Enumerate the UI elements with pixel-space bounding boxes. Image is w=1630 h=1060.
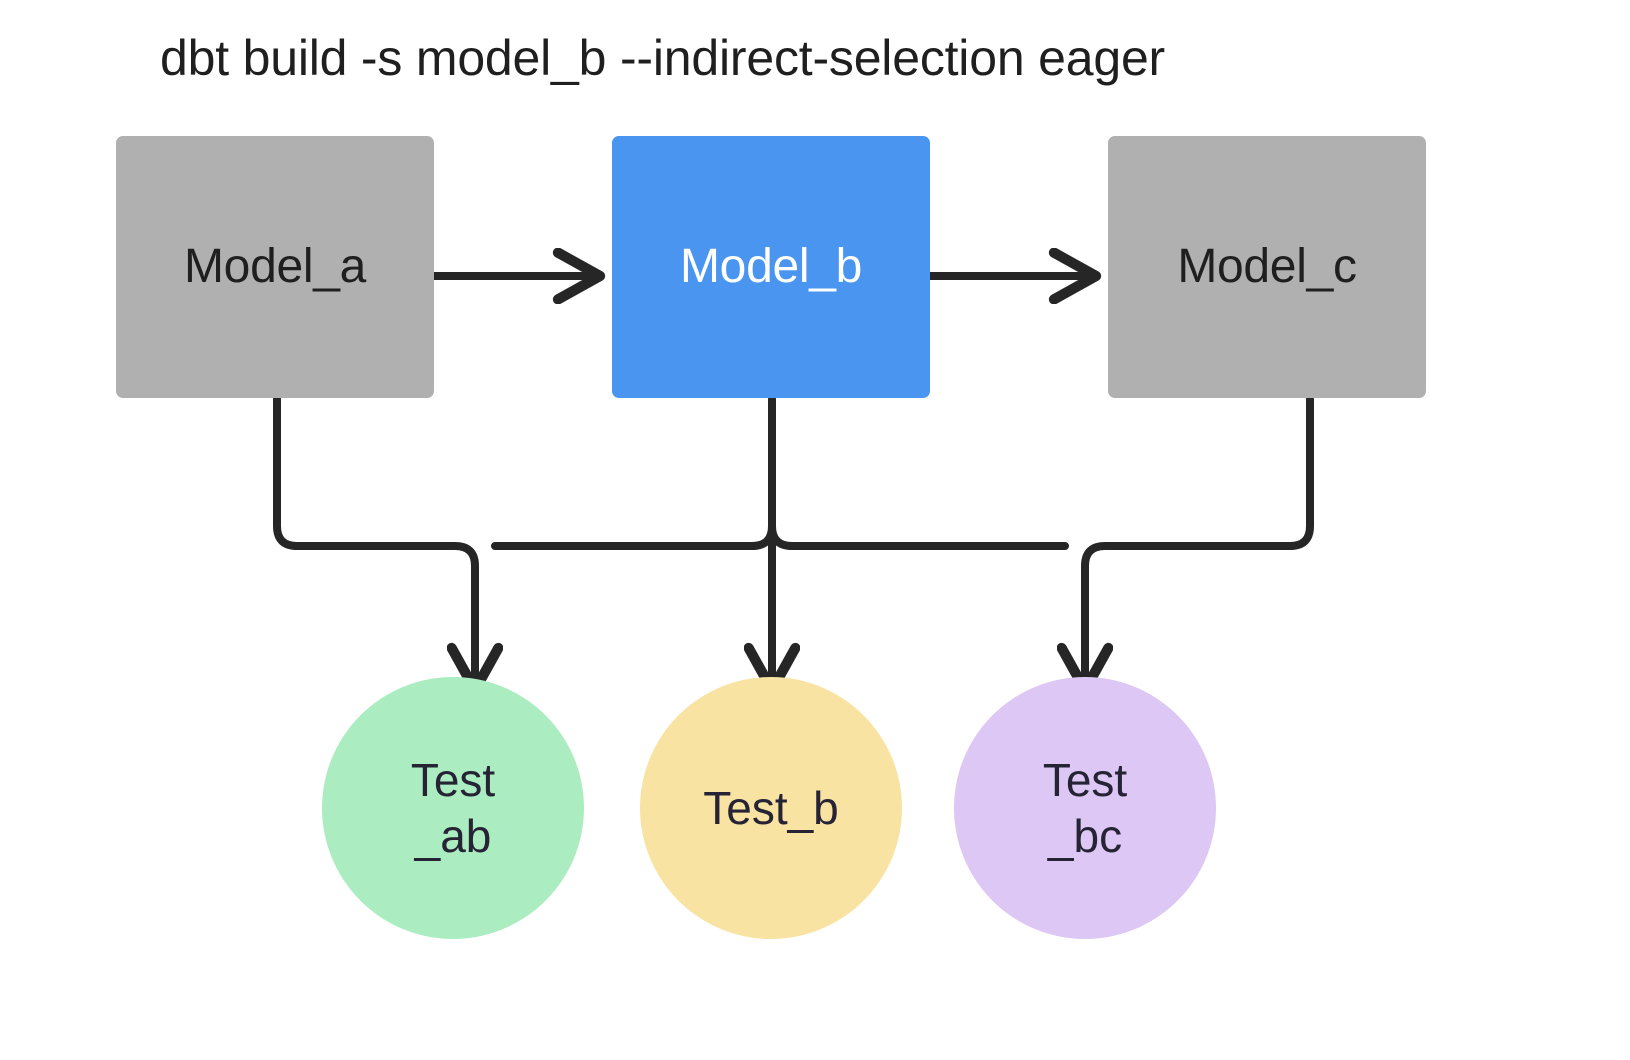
edge-model-b-to-test-ab: [491, 522, 776, 550]
edge-model-c-to-test-bc: [1085, 395, 1314, 690]
node-model-a[interactable]: Model_a: [116, 136, 434, 398]
edge-model-b-to-test-bc: [768, 522, 1069, 550]
node-test-ab[interactable]: Test _ab: [322, 677, 584, 939]
diagram-title: dbt build -s model_b --indirect-selectio…: [160, 30, 1166, 86]
node-model-b-label: Model_b: [679, 240, 863, 293]
node-model-c[interactable]: Model_c: [1108, 136, 1426, 398]
node-test-ab-label-line1: Test: [410, 753, 496, 806]
node-model-c-label: Model_c: [1177, 240, 1357, 293]
node-test-bc[interactable]: Test _bc: [954, 677, 1216, 939]
node-model-b[interactable]: Model_b: [612, 136, 930, 398]
node-model-a-label: Model_a: [183, 240, 367, 293]
node-test-b-label-line1: Test_b: [703, 781, 839, 834]
node-test-ab-label-line2: _ab: [414, 810, 492, 862]
edge-model-a-to-test-ab: [273, 395, 475, 690]
node-test-bc-label-line1: Test: [1042, 753, 1128, 806]
node-test-b[interactable]: Test_b: [640, 677, 902, 939]
node-test-bc-label-line2: _bc: [1047, 810, 1123, 862]
